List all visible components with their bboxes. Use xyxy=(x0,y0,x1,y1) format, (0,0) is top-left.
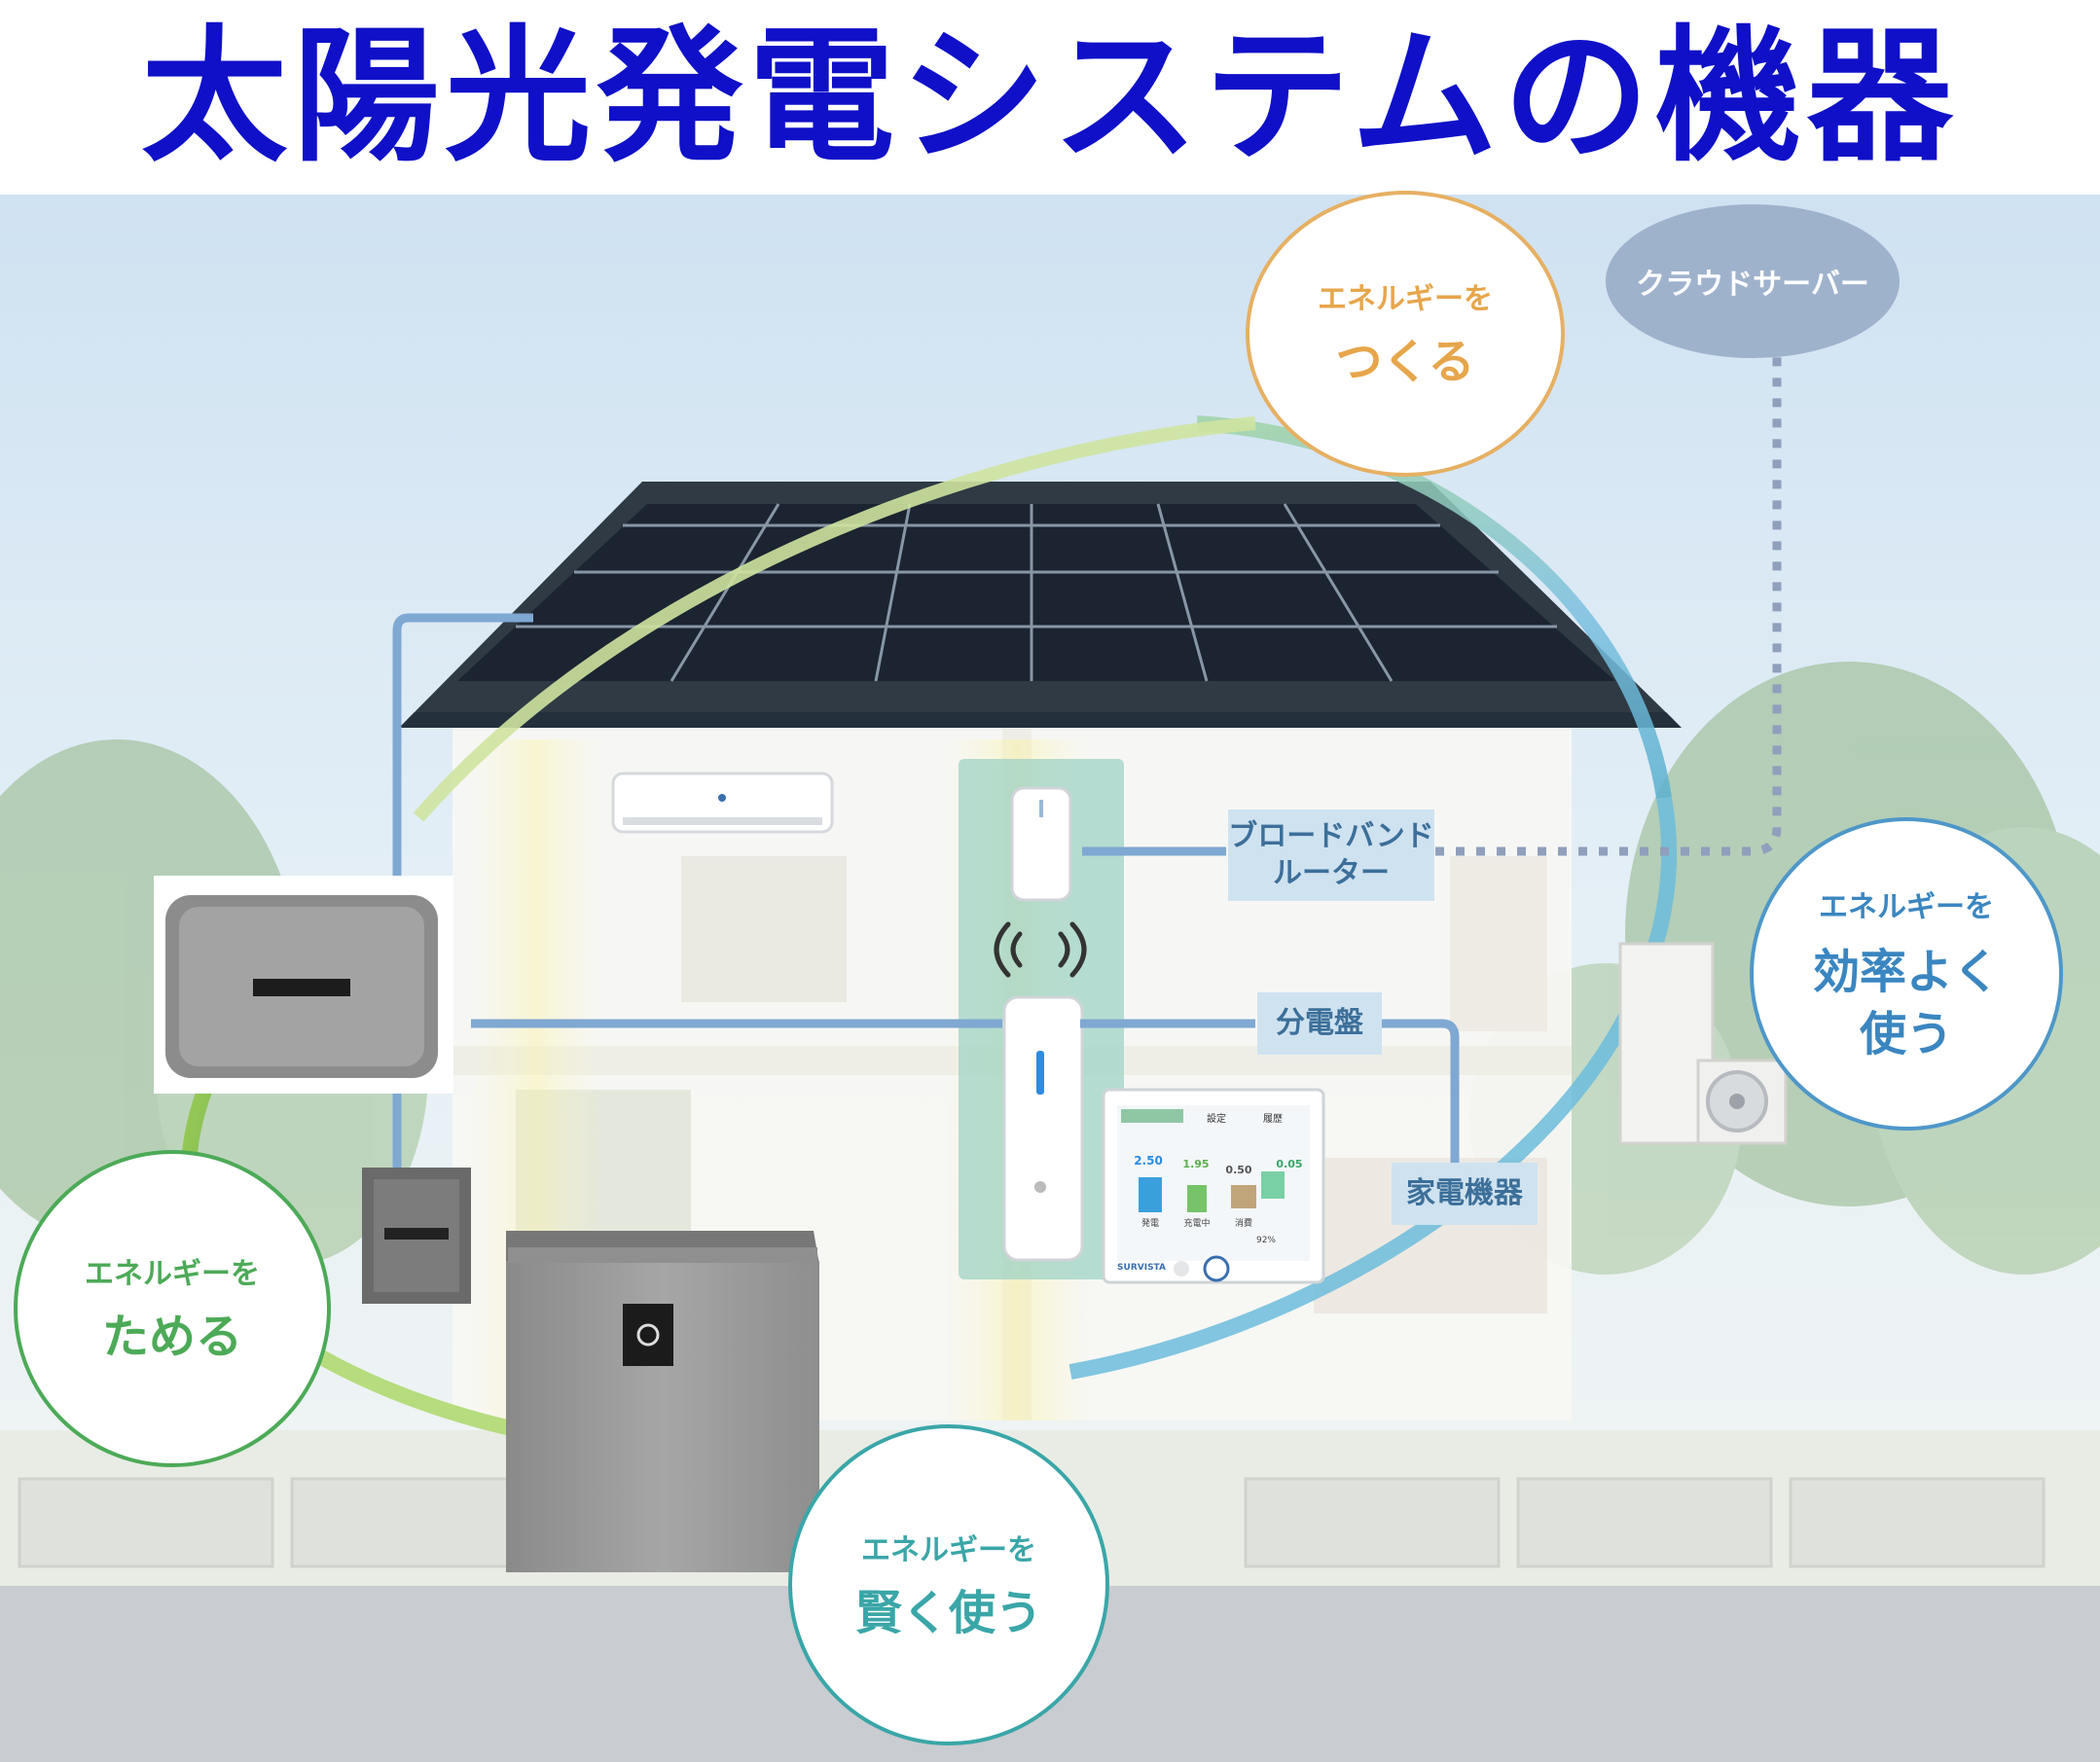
wifi-router-device xyxy=(1010,786,1072,902)
smart-line2: 賢く使う xyxy=(854,1586,1042,1640)
store-line2: ためる xyxy=(101,1310,242,1364)
monitor-tab-settings: 設定 xyxy=(1207,1114,1226,1125)
monitor-value-consumption: 0.50 xyxy=(1225,1164,1252,1176)
heat-pump-unit xyxy=(1618,942,1788,1145)
panel-label: 分電盤 xyxy=(1276,1006,1363,1040)
tag-broadband-router: ブロードバンド ルーター xyxy=(1228,809,1434,901)
tag-distribution-panel: 分電盤 xyxy=(1257,992,1382,1055)
storage-battery xyxy=(506,1231,819,1572)
measuring-unit-device xyxy=(1002,995,1084,1262)
circle-smart-use: エネルギーを 賢く使う xyxy=(788,1424,1109,1745)
cloud-server-label: クラウドサーバー xyxy=(1636,268,1869,302)
efficient-line2a: 効率よく xyxy=(1812,945,2000,999)
monitor-brand: SURVISTA xyxy=(1117,1263,1166,1273)
create-line2: つくる xyxy=(1335,335,1475,389)
smart-line1: エネルギーを xyxy=(861,1533,1036,1567)
junction-box xyxy=(362,1168,471,1304)
wireless-waves xyxy=(994,921,1087,978)
monitor-caption-consumption: 消費 xyxy=(1234,1219,1252,1229)
efficient-line1: エネルギーを xyxy=(1819,890,1994,924)
monitor-value-charge: 1.95 xyxy=(1182,1158,1210,1170)
circle-create-energy: エネルギーを つくる xyxy=(1246,191,1565,477)
cycle-arc-top-left xyxy=(413,416,1256,822)
store-line1: エネルギーを xyxy=(85,1257,260,1291)
cloud-server-bubble: クラウドサーバー xyxy=(1606,204,1900,358)
efficient-line2b: 使う xyxy=(1859,1007,1953,1061)
solar-roof xyxy=(399,482,1682,728)
power-conditioner xyxy=(154,876,453,1094)
hems-monitor xyxy=(1102,1088,1325,1284)
monitor-tab-history: 履歴 xyxy=(1263,1114,1283,1125)
page-title: 太陽光発電システムの機器 xyxy=(141,13,1959,182)
tag-home-appliances: 家電機器 xyxy=(1392,1163,1538,1225)
monitor-caption-generation: 発電 xyxy=(1141,1219,1159,1229)
monitor-percent: 92% xyxy=(1255,1236,1276,1245)
router-line2: ルーター xyxy=(1273,856,1390,890)
circle-store-energy: エネルギーを ためる xyxy=(14,1150,331,1467)
system-diagram: 設定 履歴 2.50 1.95 0.50 0.05 発電 充電中 消費 92% … xyxy=(0,191,2100,1762)
monitor-value-generation: 2.50 xyxy=(1134,1154,1163,1168)
monitor-caption-charge: 充電中 xyxy=(1183,1219,1211,1229)
air-conditioner xyxy=(611,772,834,834)
sidewalk xyxy=(18,1477,2046,1568)
monitor-value-sell: 0.05 xyxy=(1276,1158,1303,1170)
wiring-lines xyxy=(392,613,1460,1179)
circle-efficient-use: エネルギーを 効率よく 使う xyxy=(1750,817,2063,1131)
create-line1: エネルギーを xyxy=(1318,282,1493,316)
appliances-label: 家電機器 xyxy=(1406,1176,1523,1210)
router-line1: ブロードバンド xyxy=(1228,819,1434,853)
